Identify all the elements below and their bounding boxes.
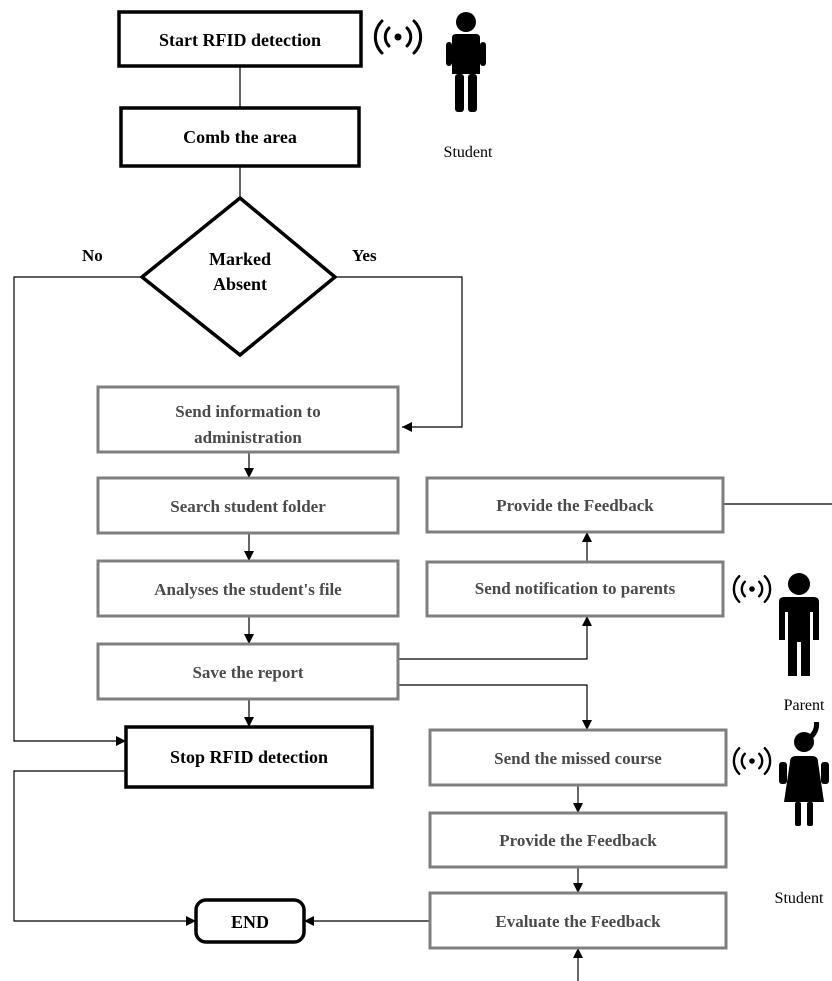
node-stop-rfid: Stop RFID detection	[124, 725, 374, 789]
node-search-folder: Search student folder	[96, 476, 400, 535]
node-end: END	[194, 898, 306, 944]
node-provide-feedback-student-label: Provide the Feedback	[499, 831, 657, 850]
node-save-report-label: Save the report	[192, 663, 303, 682]
node-search-folder-label: Search student folder	[170, 497, 326, 516]
node-stop-rfid-label: Stop RFID detection	[170, 747, 328, 767]
node-start-label: Start RFID detection	[159, 30, 321, 50]
connector-yes-branch	[335, 276, 463, 432]
node-save-report: Save the report	[96, 642, 400, 701]
connector-no-branch	[13, 276, 142, 746]
node-send-missed-label: Send the missed course	[494, 749, 662, 768]
node-comb: Comb the area	[119, 106, 361, 168]
branch-no-label: No	[82, 246, 103, 265]
rfid-signal-icon	[732, 574, 772, 604]
node-provide-feedback-parent: Provide the Feedback	[425, 476, 725, 534]
connector-save-missed	[398, 684, 592, 730]
rfid-signal-icon	[373, 19, 423, 55]
node-analyse-file-label: Analyses the student's file	[154, 580, 342, 599]
node-comb-label: Comb the area	[183, 127, 297, 147]
decision-marked-absent: Marked Absent	[139, 195, 338, 358]
node-send-info-line2: administration	[194, 428, 302, 447]
parent-label: Parent	[784, 697, 825, 714]
branch-yes-label: Yes	[352, 246, 377, 265]
rfid-signal-icon	[732, 746, 772, 776]
node-evaluate-feedback: Evaluate the Feedback	[428, 891, 728, 950]
node-start: Start RFID detection	[117, 10, 363, 68]
student-bottom-label: Student	[775, 890, 824, 907]
connector-save-notify	[398, 616, 592, 660]
parent-icon	[779, 573, 819, 676]
decision-line1: Marked	[209, 249, 271, 269]
student-girl-icon	[779, 722, 829, 826]
node-evaluate-feedback-label: Evaluate the Feedback	[495, 912, 661, 931]
node-provide-feedback-parent-label: Provide the Feedback	[496, 496, 654, 515]
node-send-notification: Send notification to parents	[425, 560, 725, 618]
node-analyse-file: Analyses the student's file	[96, 559, 400, 618]
node-end-label: END	[231, 912, 269, 932]
node-send-notification-label: Send notification to parents	[475, 579, 676, 598]
student-top-label: Student	[444, 144, 493, 161]
node-send-info-line1: Send information to	[175, 402, 320, 421]
decision-line2: Absent	[213, 274, 267, 294]
node-provide-feedback-student: Provide the Feedback	[428, 811, 728, 869]
student-boy-icon	[446, 12, 486, 112]
connector-stop-end	[13, 770, 196, 926]
node-send-info: Send information to administration	[96, 385, 400, 454]
node-send-missed: Send the missed course	[428, 728, 728, 787]
connectors	[13, 66, 832, 981]
